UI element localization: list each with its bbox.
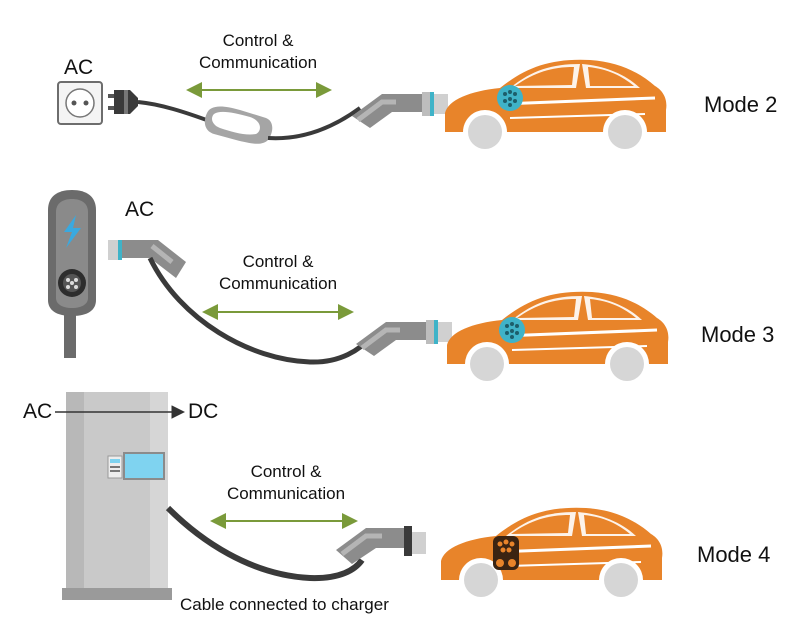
mode2-comm-line1: Control & [222,31,294,50]
ccs-connector-icon [336,526,426,564]
mode2-comm-label: Control & Communication [190,30,326,74]
schuko-wall-socket-icon [57,81,103,125]
mode4-comm-label: Control & Communication [214,461,358,505]
mode4-output-label: DC [188,400,219,423]
mode4-comm-line2: Communication [226,484,346,503]
mode3-row [48,190,670,388]
in-cable-control-box-icon [204,106,273,144]
mode3-comm-label: Control & Communication [206,251,350,295]
dc-charging-station-icon [62,392,172,600]
electric-car-icon [439,506,664,604]
schuko-plug-icon [108,90,138,114]
mode2-comm-line2: Communication [198,53,318,72]
mode4-comm-line1: Control & [250,462,322,481]
mode4-label: Mode 4 [697,542,771,567]
mode3-comm-line2: Communication [218,274,338,293]
ccs-inlet-icon [493,536,519,570]
mode4-cable-note: Cable connected to charger [180,595,389,614]
ev-connector-icon [352,92,448,128]
lightning-bolt-icon [64,215,81,248]
mode2-label: Mode 2 [704,92,778,117]
mode4-row [55,392,664,604]
mode3-comm-line1: Control & [242,252,314,271]
ev-connector-icon [108,240,186,278]
electric-car-icon [443,58,668,156]
mode2-source-label: AC [64,56,94,79]
mode3-source-label: AC [125,198,155,221]
mode3-label: Mode 3 [701,322,775,347]
electric-car-icon [445,290,670,388]
ev-wallbox-icon [48,190,96,316]
ev-connector-icon [356,320,452,356]
mode4-input-label: AC [23,400,53,423]
type2-inlet-icon [497,85,523,111]
mode2-row [57,58,668,156]
type2-inlet-icon [499,317,525,343]
